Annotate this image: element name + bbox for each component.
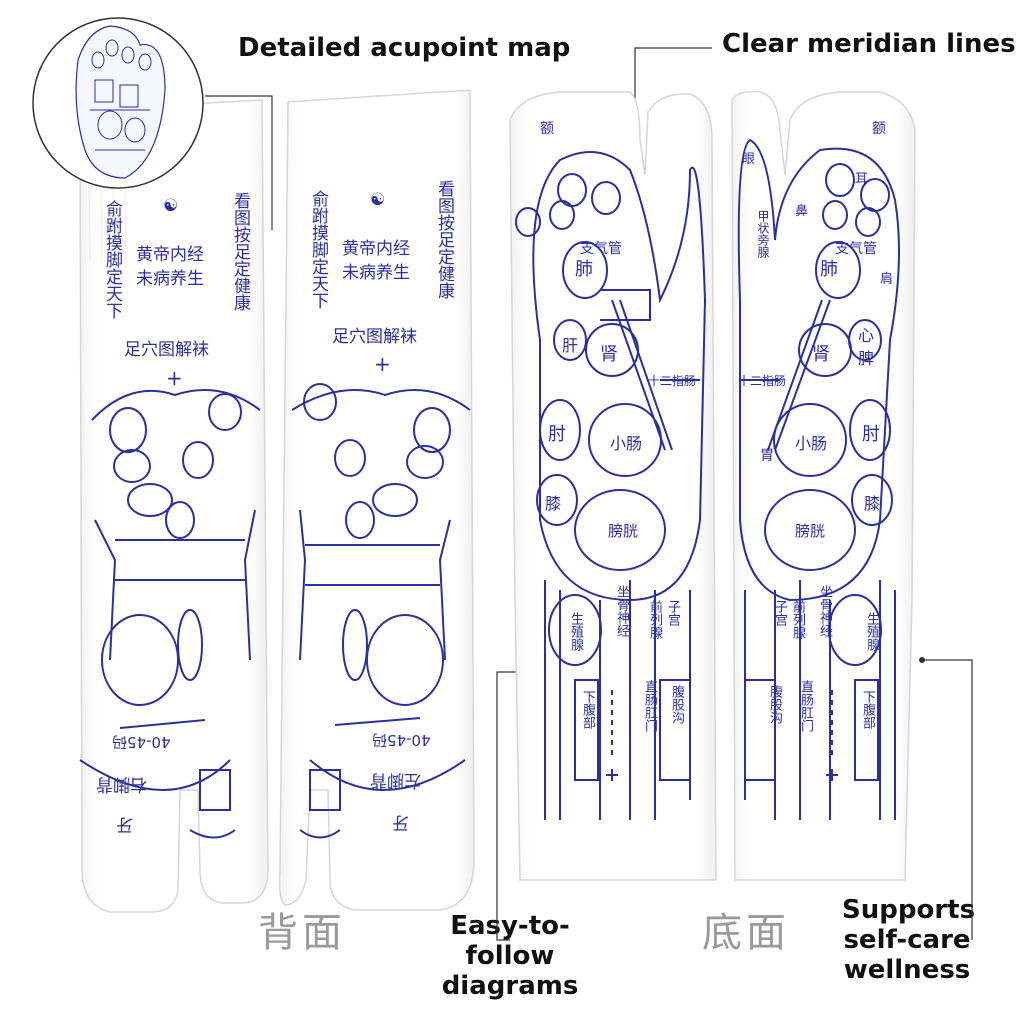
callout-meridian-lines: Clear meridian lines: [722, 29, 1016, 59]
back-side-label: 背面: [258, 910, 346, 956]
sock3-kidney: 肾: [600, 344, 618, 365]
sock1-col-check: 看图按足定健康: [230, 192, 250, 311]
callout-easy-diagrams-line2: diagrams: [441, 970, 579, 1001]
callout-self-care-line3: wellness: [843, 954, 971, 985]
sock2-col-check: 看图按足定健康: [434, 180, 454, 299]
sock-back-left: [79, 99, 269, 913]
sock-back-left-body: [79, 99, 269, 913]
sock4-lower-body: 下腹部: [860, 690, 875, 729]
sock4-shoulder: 肩: [880, 272, 894, 287]
sock1-foot-label: 右脚背: [96, 774, 147, 794]
sock1-title: 足穴图解袜: [124, 340, 209, 360]
sock2-size: 40-45码: [372, 731, 431, 749]
sock2-ya: 牙: [392, 812, 409, 832]
callout-self-care: Supports self-care wellness: [842, 895, 976, 986]
sock1-ink: [79, 389, 261, 839]
sock2-huangdi: 黄帝内经: [342, 239, 410, 259]
sock4-rectum: 直肠肛门: [798, 680, 813, 732]
callout-self-care-line2: self-care: [843, 924, 971, 955]
leader-acupoint: [205, 95, 273, 230]
sock3-knee: 膝: [545, 494, 562, 513]
callout-easy-diagrams: Easy-to-follow diagrams: [412, 911, 608, 1002]
sock3-forehead: 额: [540, 121, 554, 137]
sock4-eye: 眼: [742, 152, 756, 167]
sock3-ink: [515, 151, 707, 820]
sock3-small-intestine: 小肠: [610, 434, 643, 453]
sock4-groin: 腹股沟: [767, 685, 782, 724]
callout-self-care-line1: Supports: [842, 895, 976, 925]
sock4-genital: 生殖腺: [864, 612, 879, 651]
sock4-lung: 肺: [820, 259, 838, 280]
sock4-nose: 鼻: [795, 204, 809, 219]
leader-dot-wellness: [919, 657, 925, 663]
sock2-ink: [291, 383, 471, 839]
sock2-plus: +: [374, 352, 391, 376]
sock4-spleen: 脾: [858, 349, 875, 368]
sock3-groin: 腹股沟: [669, 685, 684, 724]
sock3-sciatic: 坐骨神经: [614, 585, 629, 637]
sock1-ya: 牙: [116, 814, 133, 834]
sock3-genital: 生殖腺: [568, 612, 583, 651]
sock4-prostate: 前列腺: [790, 600, 805, 639]
sock4-uterus: 子宫: [772, 600, 787, 626]
sock4-kidney: 肾: [812, 344, 830, 365]
sole-side-label: 底面: [702, 910, 790, 956]
sock3-lower-body: 下腹部: [580, 690, 595, 729]
sock3-liver: 肝: [562, 336, 579, 355]
sock4-forehead: 额: [872, 121, 886, 137]
sock3-duodenum: 十二指肠: [648, 374, 697, 388]
sock1-weibing: 未病养生: [136, 269, 204, 289]
sock4-knee: 膝: [864, 494, 881, 513]
sock3-prostate: 前列腺: [647, 600, 662, 639]
sock1-huangdi: 黄帝内经: [136, 245, 204, 265]
sock3-lung: 肺: [575, 259, 593, 280]
sock3-trachea: 支气管: [580, 241, 622, 257]
sock4-ink: [737, 138, 900, 820]
sock3-bladder: 膀胱: [608, 522, 639, 540]
sock4-ear: 耳: [855, 172, 869, 187]
sock4-stomach: 胃: [760, 448, 774, 464]
sock1-size: 40-45码: [112, 733, 171, 751]
sock2-col-yufu: 俞跗摸脚定天下: [308, 190, 328, 309]
sock4-thyroid: 甲状旁腺: [756, 210, 770, 258]
sock1-plus: +: [166, 366, 183, 390]
sock3-elbow: 肘: [548, 424, 566, 445]
sock-back-right-body: [278, 89, 475, 911]
sock2-foot-label: 左脚背: [370, 770, 421, 790]
magnifier-inset: [32, 17, 204, 189]
sock4-duodenum: 十二指肠: [738, 374, 787, 388]
sock1-taiji: ☯: [163, 196, 179, 216]
sock4-trachea: 支气管: [835, 241, 877, 257]
sock4-heart: 心: [858, 326, 875, 345]
sock4-bladder: 膀胱: [795, 522, 826, 540]
sock2-title: 足穴图解袜: [332, 327, 417, 347]
leader-wellness: [922, 659, 973, 940]
sock2-taiji: ☯: [370, 190, 386, 210]
sock-back-right: [278, 89, 475, 911]
sock-sole-right: [731, 90, 916, 881]
sock3-uterus: 子宫: [665, 600, 680, 626]
sock4-small-intestine: 小肠: [795, 434, 828, 453]
sock3-rectum: 直肠肛门: [642, 680, 657, 732]
callout-easy-diagrams-line1: Easy-to-follow: [450, 911, 570, 971]
sock4-elbow: 肘: [862, 424, 880, 445]
sock2-weibing: 未病养生: [342, 263, 410, 283]
sock-sole-right-body: [731, 90, 916, 881]
sock4-sciatic: 坐骨神经: [817, 585, 832, 637]
callout-acupoint-map: Detailed acupoint map: [238, 33, 571, 63]
sock1-col-yufu: 俞跗摸脚定天下: [102, 200, 122, 319]
